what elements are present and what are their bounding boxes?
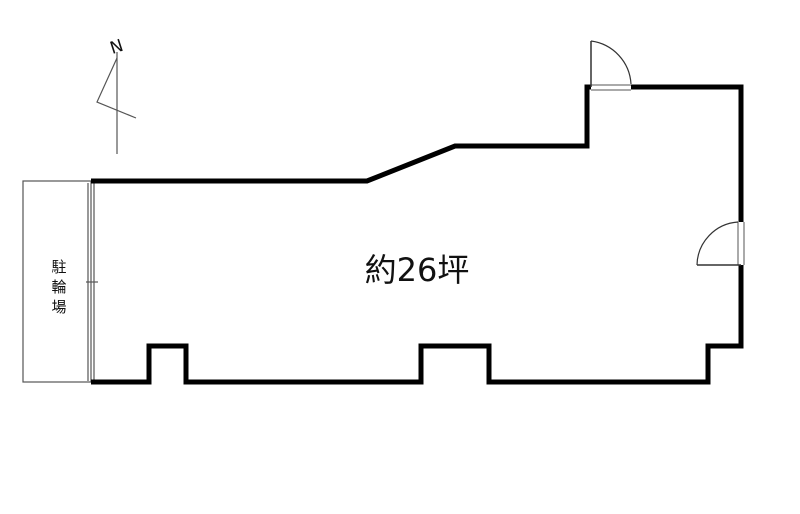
compass-label: N [108, 36, 126, 59]
outer-wall-lower [91, 265, 744, 385]
left-window-wall [86, 183, 98, 381]
right-door-icon [696, 221, 745, 266]
outer-wall [91, 84, 744, 222]
bike-parking-label-3: 場 [51, 298, 66, 316]
room-area-label: 約26坪 [365, 251, 470, 289]
bike-parking-label-1: 駐 [51, 258, 66, 276]
bike-parking-area: 駐 輪 場 [22, 180, 92, 383]
bike-parking-label-2: 輪 [51, 278, 66, 296]
top-door-icon [590, 40, 632, 91]
north-arrow-icon: N [96, 36, 137, 154]
